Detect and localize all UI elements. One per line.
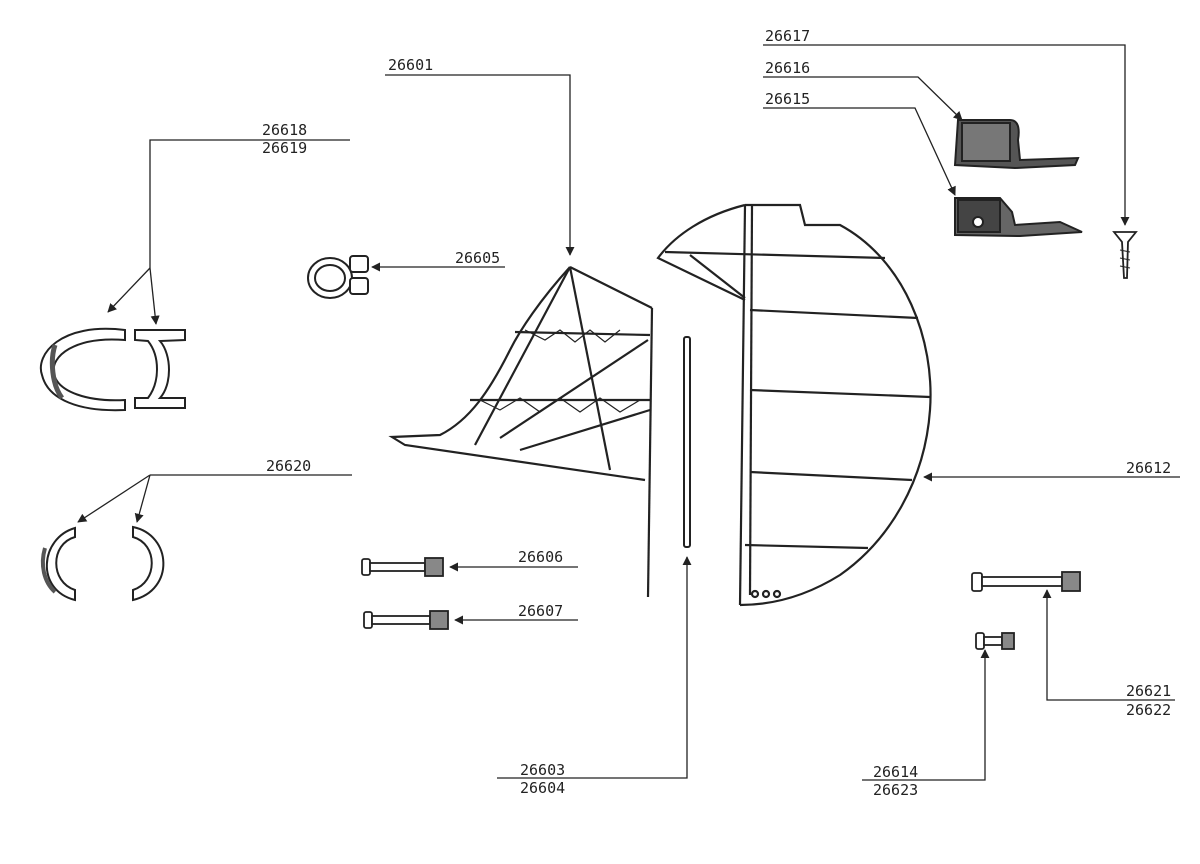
label-26606: 26606: [518, 548, 564, 566]
fitting-26615: [954, 197, 1083, 238]
label-26619: 26619: [262, 139, 308, 157]
bolt-26614: [975, 632, 1015, 650]
clamp-26618-26619: [39, 327, 186, 412]
label-26605: 26605: [455, 249, 501, 267]
bolt-26621: [971, 571, 1081, 592]
rudder-frame-26612: [656, 203, 932, 607]
fitting-26616: [953, 119, 1080, 170]
bolt-26607: [363, 610, 449, 630]
clamp-26620: [40, 525, 165, 602]
label-26601: 26601: [388, 56, 434, 74]
label-26617: 26617: [765, 27, 811, 45]
label-26603: 26603: [520, 761, 566, 779]
rudder-frame-26601: [388, 266, 654, 598]
bolt-26606: [361, 557, 444, 577]
screw-26617: [1112, 231, 1138, 279]
label-26607: 26607: [518, 602, 564, 620]
ring-26605: [307, 255, 369, 299]
label-26615: 26615: [765, 90, 811, 108]
label-26618: 26618: [262, 121, 308, 139]
label-26623: 26623: [873, 781, 919, 799]
label-26614: 26614: [873, 763, 919, 781]
hinge-rod-26603: [683, 336, 691, 548]
label-26621: 26621: [1126, 682, 1172, 700]
label-26604: 26604: [520, 779, 566, 797]
label-26622: 26622: [1126, 701, 1172, 719]
label-26620: 26620: [266, 457, 312, 475]
label-26616: 26616: [765, 59, 811, 77]
label-26612: 26612: [1126, 459, 1172, 477]
leader-lines: [77, 44, 1180, 781]
